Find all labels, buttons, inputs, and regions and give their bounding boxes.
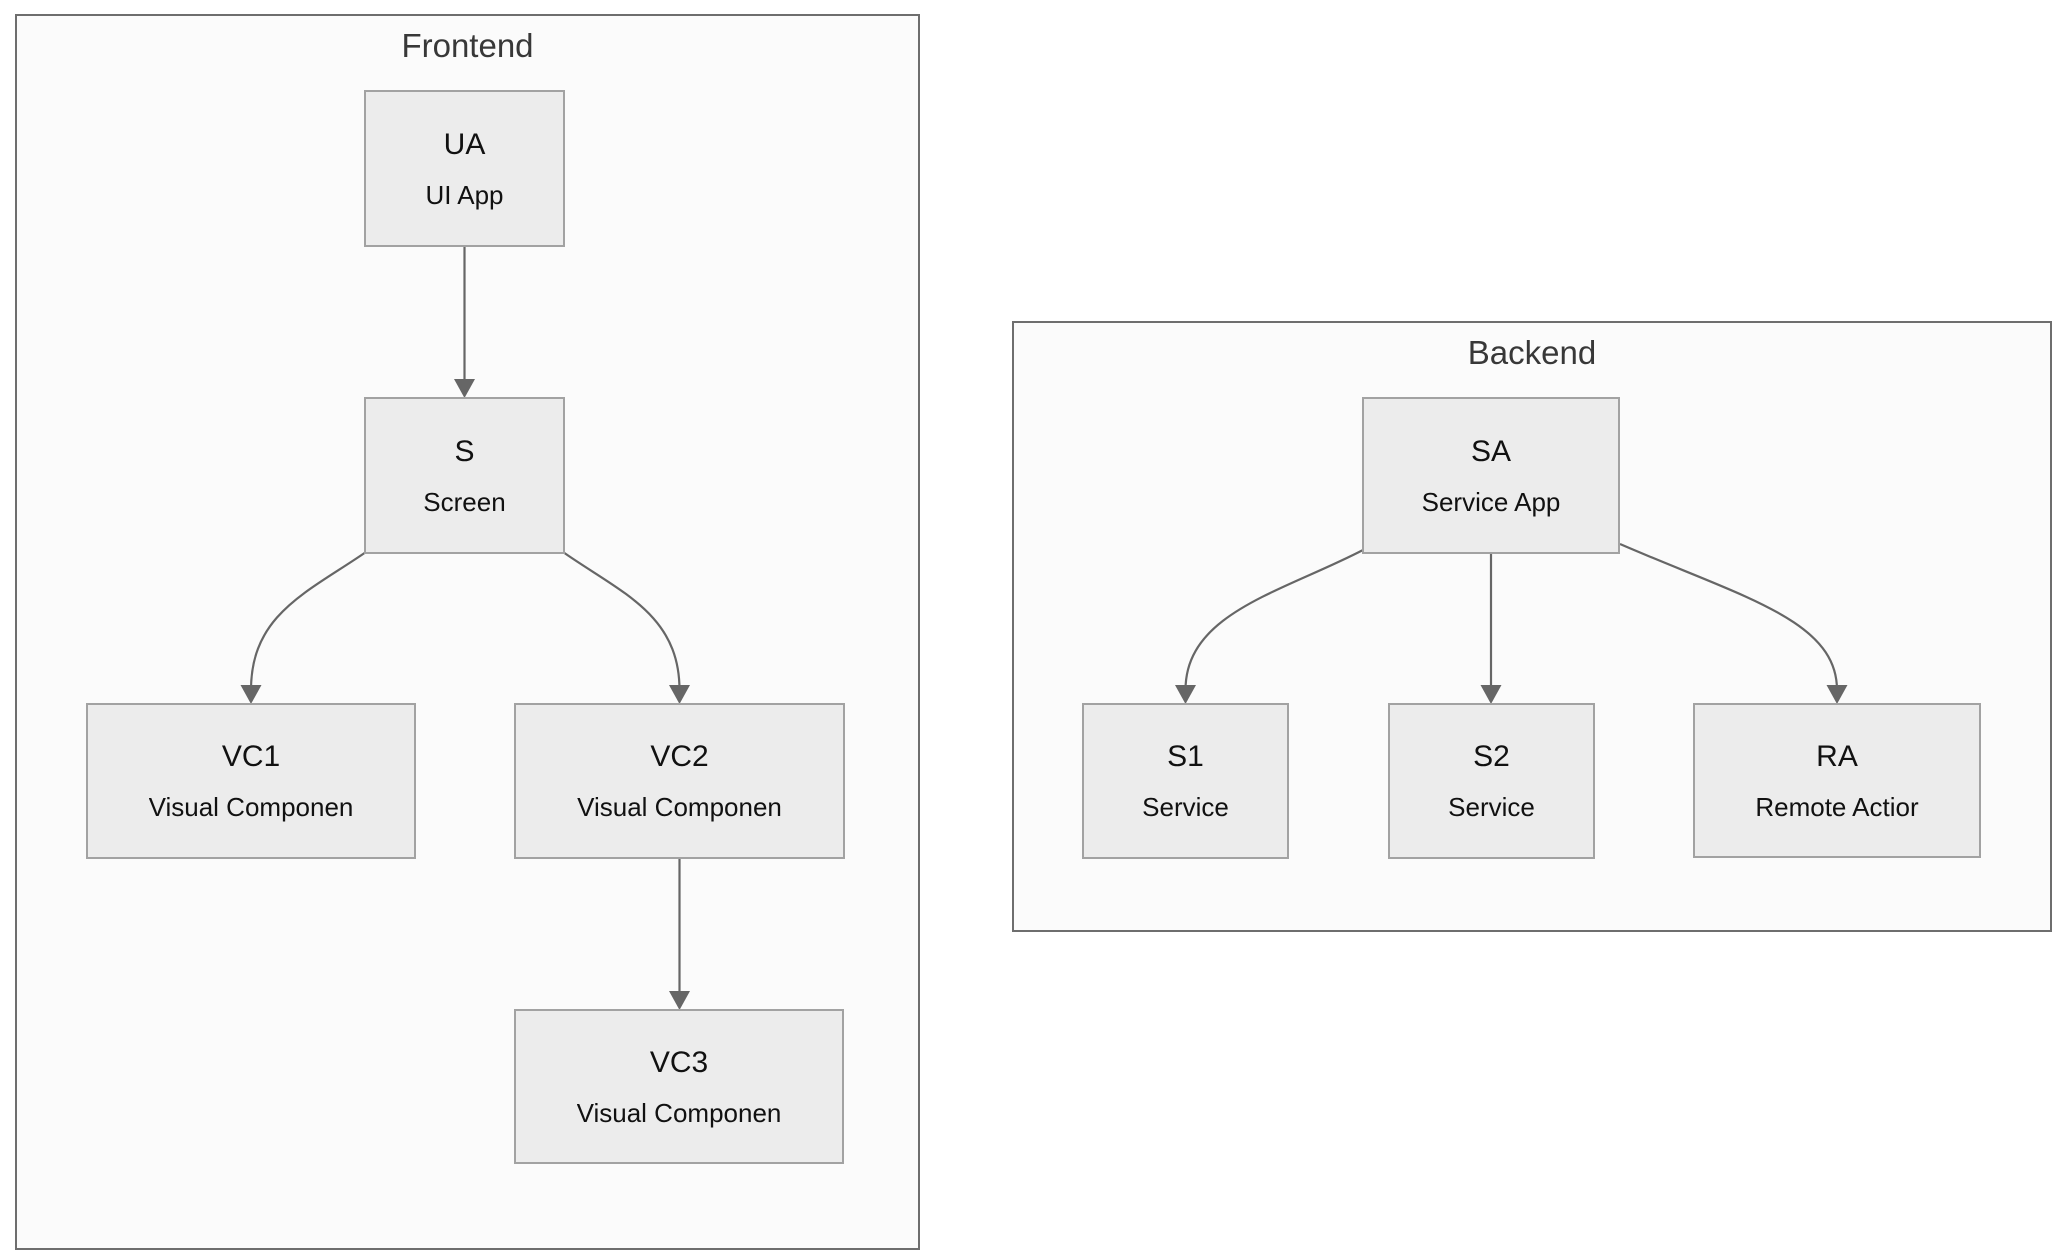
- cluster-frontend-title: Frontend: [401, 27, 534, 64]
- node-SA-title: SA: [1470, 434, 1512, 468]
- node-VC3: VC3 Visual Componen: [514, 1009, 844, 1164]
- node-S-subtitle: Screen: [423, 486, 506, 517]
- node-VC1-title: VC1: [221, 740, 281, 773]
- node-VC2: VC2 Visual Componen: [514, 703, 845, 859]
- node-S2: S2 Service: [1388, 703, 1595, 859]
- node-SA: SA Service App: [1362, 397, 1620, 554]
- node-S2-subtitle: Service: [1448, 792, 1535, 822]
- node-S: S Screen: [364, 397, 565, 554]
- node-RA-title: RA: [1816, 739, 1858, 773]
- node-VC1: VC1 Visual Componen: [86, 703, 416, 859]
- node-S1-subtitle: Service: [1142, 792, 1229, 822]
- node-SA-subtitle: Service App: [1421, 486, 1561, 517]
- node-UA: UA UI App: [364, 90, 565, 247]
- node-S2-title: S2: [1473, 740, 1510, 773]
- node-VC1-subtitle: Visual Componen: [148, 792, 354, 822]
- cluster-backend-title: Backend: [1467, 334, 1597, 371]
- node-UA-title: UA: [443, 127, 486, 161]
- node-RA-subtitle: Remote Actior: [1755, 791, 1919, 822]
- node-VC3-subtitle: Visual Componen: [576, 1097, 782, 1128]
- node-S1: S1 Service: [1082, 703, 1289, 859]
- node-UA-subtitle: UI App: [425, 179, 504, 210]
- node-RA: RA Remote Actior: [1693, 703, 1981, 858]
- node-S1-title: S1: [1167, 740, 1204, 773]
- node-S-title: S: [454, 434, 475, 468]
- node-VC2-title: VC2: [650, 740, 709, 773]
- node-VC3-title: VC3: [649, 1045, 709, 1079]
- node-VC2-subtitle: Visual Componen: [577, 792, 782, 822]
